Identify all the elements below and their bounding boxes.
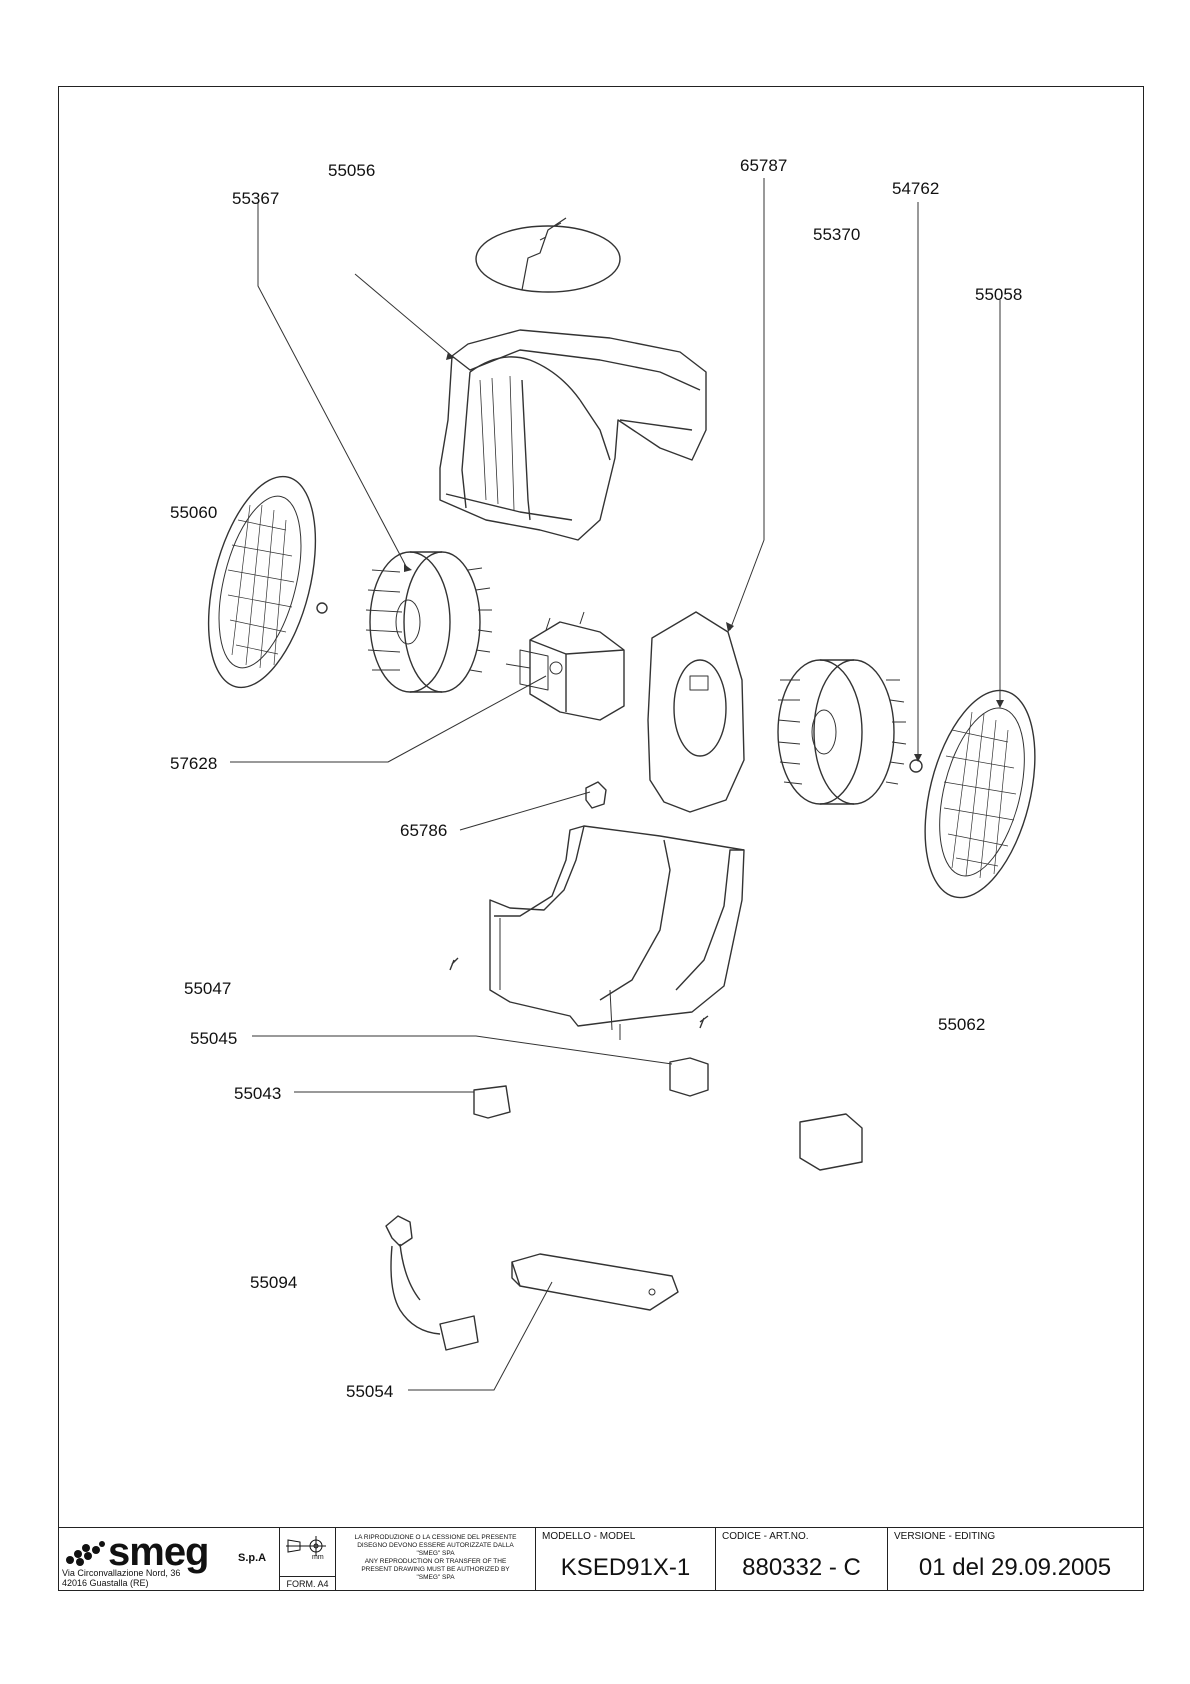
part-label-55370: 55370: [813, 225, 861, 244]
screw-left: [449, 957, 459, 971]
smeg-dots-logo: [66, 1541, 105, 1566]
leader-57628: [230, 675, 547, 763]
right-impeller: [777, 659, 907, 805]
notice-en-2: PRESENT DRAWING MUST BE AUTHORIZED BY: [361, 1566, 510, 1573]
motor: [505, 611, 625, 721]
screw-right: [699, 1015, 709, 1029]
format-cell: mm FORM. A4: [280, 1528, 336, 1590]
filter-disc: [475, 217, 621, 293]
notice-en-1: ANY REPRODUCTION OR TRANSFER OF THE: [364, 1558, 507, 1565]
model-value: KSED91X-1: [560, 1554, 691, 1581]
clip: [585, 781, 607, 809]
part-label-65786: 65786: [400, 821, 448, 840]
notice-it-2: DISEGNO DEVONO ESSERE AUTORIZZATE DALLA: [357, 1542, 514, 1549]
part-label-55045: 55045: [190, 1029, 238, 1048]
part-label-55054: 55054: [346, 1382, 394, 1401]
right-nut: [909, 759, 923, 773]
unit-label: mm: [312, 1554, 324, 1561]
connector-55045: [669, 1057, 709, 1097]
part-label-55043: 55043: [234, 1084, 282, 1103]
notice-cell: LA RIPRODUZIONE O LA CESSIONE DEL PRESEN…: [336, 1528, 536, 1590]
part-label-55047: 55047: [184, 979, 232, 998]
smeg-wordmark: smeg: [108, 1530, 209, 1574]
company-address-1: Via Circonvallazione Nord, 36: [62, 1568, 181, 1578]
leader-55045: [252, 1035, 673, 1065]
mounting-plate: [647, 611, 745, 813]
power-cord: [385, 1215, 479, 1351]
left-impeller: [365, 551, 493, 693]
upper-housing: [439, 329, 707, 541]
part-label-55060: 55060: [170, 503, 218, 522]
leader-55367: [257, 202, 409, 571]
left-grille: [207, 475, 317, 689]
socket-box: [799, 1113, 863, 1171]
drawing-frame: [58, 86, 1144, 1591]
model-cell: MODELLO - MODEL KSED91X-1: [536, 1528, 716, 1590]
notice-text: LA RIPRODUZIONE O LA CESSIONE DEL PRESEN…: [340, 1534, 531, 1582]
leader-65787: [729, 178, 765, 631]
version-caption: VERSIONE - EDITING: [894, 1531, 996, 1542]
part-label-55367: 55367: [232, 189, 280, 208]
left-nut: [316, 602, 328, 614]
model-caption: MODELLO - MODEL: [542, 1531, 636, 1542]
projection-symbol-icon: [286, 1536, 326, 1556]
socket-55043: [473, 1085, 511, 1119]
bracket: [511, 1253, 679, 1311]
part-label-55058: 55058: [975, 285, 1023, 304]
part-label-55056: 55056: [328, 161, 376, 180]
leader-55054: [408, 1281, 553, 1391]
format-label: FORM. A4: [280, 1576, 335, 1589]
company-suffix: S.p.A: [238, 1552, 267, 1564]
code-caption: CODICE - ART.NO.: [722, 1531, 809, 1542]
right-grille: [924, 689, 1036, 899]
leader-55056: [354, 273, 453, 357]
part-label-57628: 57628: [170, 754, 218, 773]
leader-65786: [459, 791, 591, 831]
company-address-2: 42016 Guastalla (RE): [62, 1578, 149, 1588]
part-label-65787: 65787: [740, 156, 788, 175]
version-cell: VERSIONE - EDITING 01 del 29.09.2005: [888, 1528, 1142, 1590]
notice-it-3: "SMEG" SPA: [416, 1550, 455, 1557]
version-value: 01 del 29.09.2005: [918, 1554, 1112, 1581]
lower-housing: [489, 825, 745, 1040]
company-cell: smeg S.p.A Via Circonvallazione Nord, 36…: [58, 1528, 280, 1590]
notice-en-3: "SMEG" SPA: [416, 1574, 455, 1581]
notice-it-1: LA RIPRODUZIONE O LA CESSIONE DEL PRESEN…: [354, 1534, 517, 1541]
code-cell: CODICE - ART.NO. 880332 - C: [716, 1528, 888, 1590]
part-label-55062: 55062: [938, 1015, 986, 1034]
part-label-54762: 54762: [892, 179, 940, 198]
title-block: smeg S.p.A Via Circonvallazione Nord, 36…: [58, 1527, 1144, 1591]
code-value: 880332 - C: [742, 1554, 861, 1581]
part-label-55094: 55094: [250, 1273, 298, 1292]
